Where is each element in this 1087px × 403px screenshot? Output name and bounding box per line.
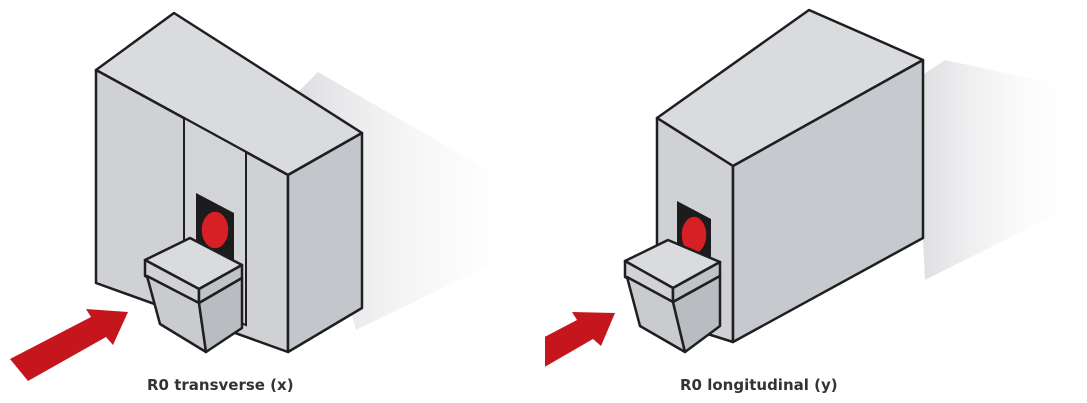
box-side-face	[286, 131, 364, 354]
transverse-diagram: R0 transverse (x)	[0, 0, 540, 403]
beam-direction-arrow	[545, 312, 615, 367]
caption-longitudinal: R0 longitudinal (y)	[680, 376, 838, 394]
cast-shadow	[915, 60, 1085, 280]
caption-transverse: R0 transverse (x)	[147, 376, 294, 394]
plinth-lower-side	[197, 276, 244, 354]
transverse-drawing	[10, 11, 540, 381]
plinth-lower-side	[671, 274, 722, 354]
longitudinal-drawing	[545, 8, 1085, 367]
longitudinal-diagram: R0 longitudinal (y)	[545, 0, 1085, 403]
beam-direction-arrow	[10, 309, 128, 381]
box-side-face	[731, 58, 925, 344]
beam-spot-marker	[200, 210, 230, 250]
